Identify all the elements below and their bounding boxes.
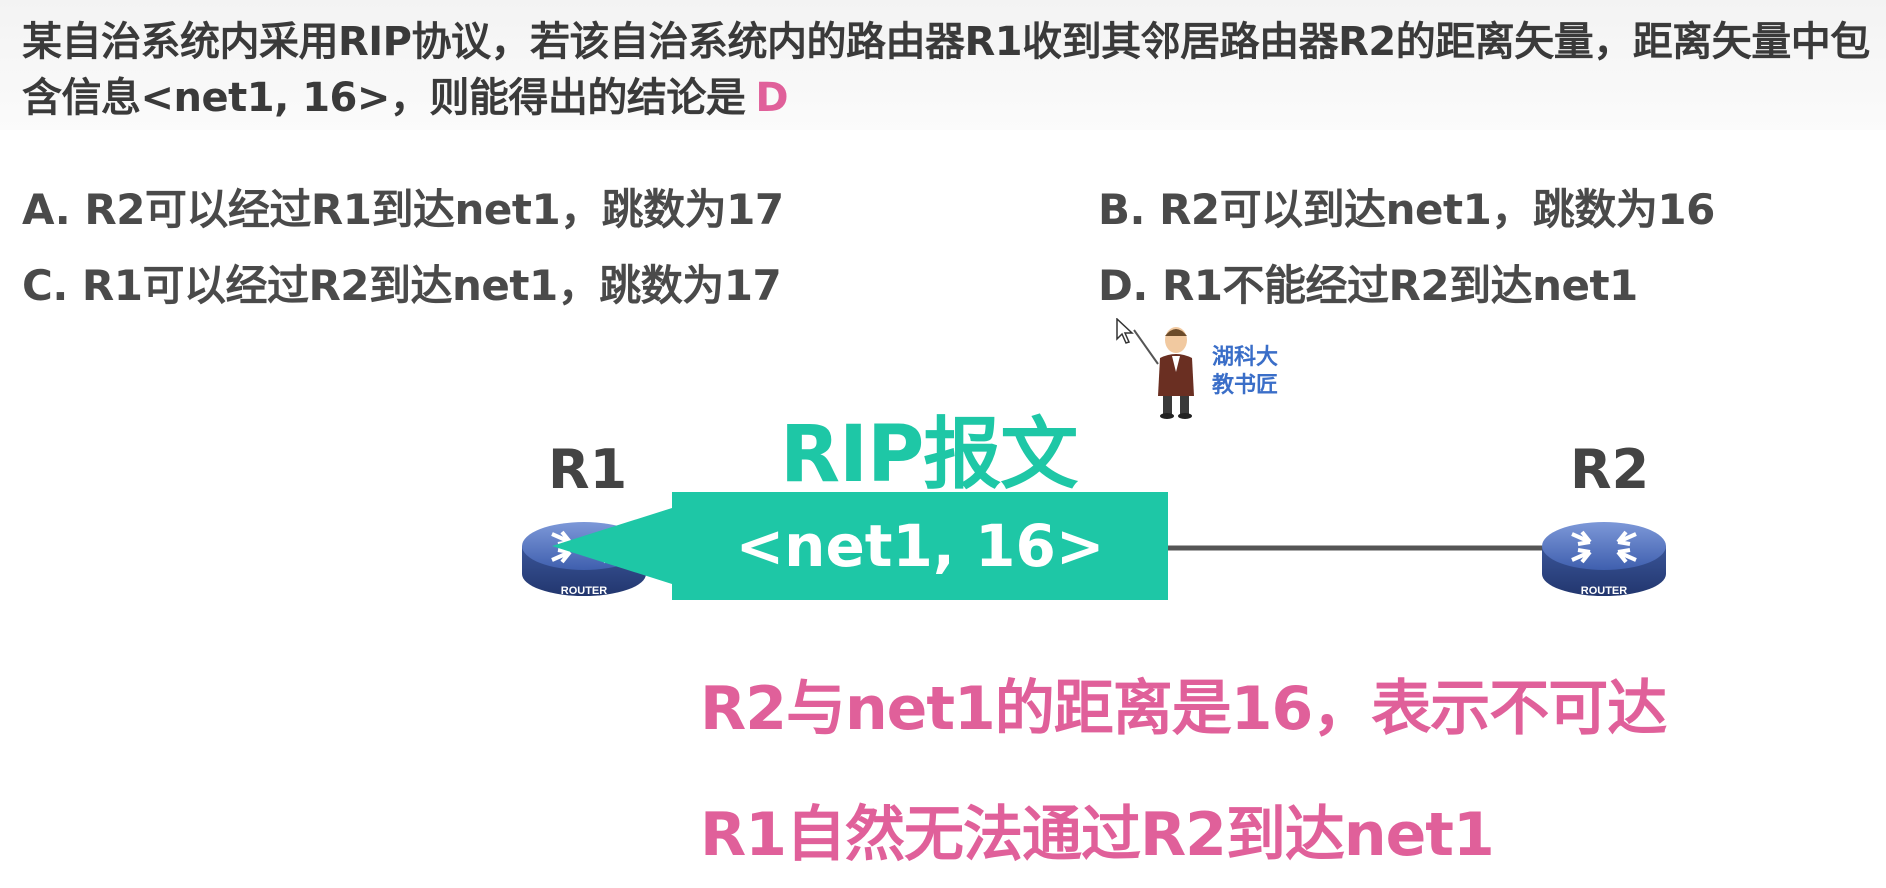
option-c: C. R1可以经过R2到达net1，跳数为17	[22, 261, 782, 310]
router-r2-label: R2	[1570, 438, 1650, 501]
mascot-line-1: 湖科大	[1212, 345, 1279, 370]
rip-packet-text: <net1, 16>	[736, 512, 1105, 580]
explanation-line-2: R1自然无法通过R2到达net1	[700, 800, 1495, 870]
cursor-icon	[1116, 318, 1134, 344]
option-a: A. R2可以经过R1到达net1，跳数为17	[22, 185, 784, 234]
explanation-line-1: R2与net1的距离是16，表示不可达	[700, 674, 1667, 744]
mascot-caption: 湖科大 教书匠	[1212, 344, 1278, 400]
option-d: D. R1不能经过R2到达net1	[1098, 261, 1638, 310]
router-r1-label: R1	[548, 438, 628, 501]
question-band	[0, 0, 1886, 130]
rip-packet-arrow: <net1, 16>	[552, 492, 1168, 600]
router-r2-caption: ROUTER	[1581, 585, 1628, 597]
router-r1-caption: ROUTER	[561, 585, 608, 597]
answer-letter: D	[755, 75, 789, 121]
mascot-line-2: 教书匠	[1212, 373, 1279, 398]
question-text: 某自治系统内采用RIP协议，若该自治系统内的路由器R1收到其邻居路由器R2的距离…	[22, 14, 1872, 126]
question-body: 某自治系统内采用RIP协议，若该自治系统内的路由器R1收到其邻居路由器R2的距离…	[22, 19, 1870, 121]
rip-message-title: RIP报文	[780, 410, 1078, 500]
router-r2-icon: ROUTER	[1542, 522, 1666, 597]
option-b: B. R2可以到达net1，跳数为16	[1098, 185, 1715, 234]
teacher-mascot-icon	[1133, 327, 1194, 419]
